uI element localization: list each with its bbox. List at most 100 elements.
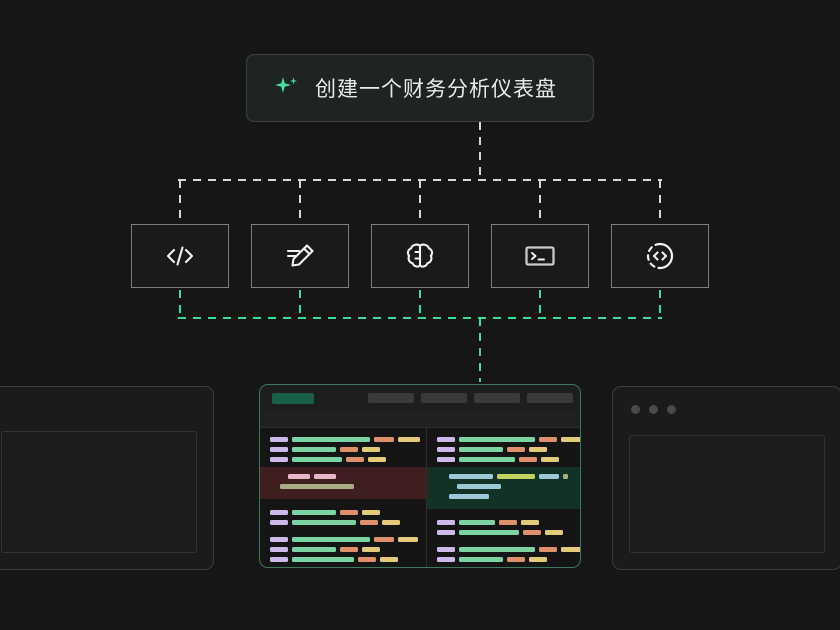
code-gap — [270, 529, 420, 536]
code-token — [459, 567, 517, 568]
code-token — [459, 557, 503, 563]
code-line — [270, 483, 416, 490]
code-line — [437, 546, 580, 553]
code-token — [561, 437, 580, 442]
code-line — [437, 446, 580, 453]
dashed-circle-code-icon — [646, 242, 674, 270]
tab-2[interactable] — [421, 393, 467, 403]
code-gap — [270, 502, 420, 509]
diff-pane-left[interactable] — [260, 428, 426, 567]
code-token — [340, 509, 358, 515]
code-token — [521, 567, 539, 568]
result-card-left-panel — [1, 431, 197, 553]
code-token — [561, 546, 580, 552]
preview-tab-strip[interactable] — [368, 393, 573, 403]
brand-logo-pill — [272, 392, 314, 404]
tab-4[interactable] — [527, 393, 573, 403]
result-card-left[interactable] — [0, 386, 214, 570]
code-token — [270, 536, 288, 542]
code-token — [437, 447, 455, 453]
code-line — [437, 519, 580, 526]
preview-card[interactable] — [259, 384, 581, 568]
tool-box-reasoning[interactable] — [371, 224, 469, 288]
code-token — [398, 536, 418, 542]
code-token — [529, 557, 547, 563]
code-token — [437, 519, 455, 525]
code-token — [497, 473, 535, 479]
code-token — [374, 437, 394, 442]
code-token — [288, 473, 310, 479]
code-token — [292, 457, 342, 463]
diff-removed-line — [260, 566, 426, 569]
brain-icon — [406, 243, 434, 268]
code-line — [270, 568, 416, 569]
diff-viewer — [260, 428, 580, 567]
code-token — [360, 519, 378, 525]
code-gap — [437, 512, 580, 519]
code-token — [459, 546, 535, 552]
code-token — [358, 557, 376, 563]
tool-box-code[interactable] — [131, 224, 229, 288]
code-token — [340, 447, 358, 453]
code-token — [368, 457, 386, 463]
traffic-light-dot — [649, 405, 658, 414]
code-brackets-icon — [166, 246, 194, 266]
traffic-light-dot — [631, 405, 640, 414]
code-line — [437, 556, 580, 563]
code-line — [437, 566, 580, 568]
code-line — [270, 456, 420, 463]
code-line — [437, 529, 580, 536]
prompt-card[interactable]: 创建一个财务分析仪表盘 — [246, 54, 594, 122]
code-token — [270, 547, 288, 553]
code-line — [437, 436, 580, 443]
code-token — [270, 437, 288, 442]
code-token — [270, 519, 288, 525]
code-token — [292, 509, 336, 515]
code-token — [374, 536, 394, 542]
tool-box-terminal[interactable] — [491, 224, 589, 288]
code-gap — [437, 539, 580, 546]
code-token — [449, 473, 493, 479]
code-token — [529, 447, 547, 453]
code-token — [539, 546, 557, 552]
code-token — [292, 536, 370, 542]
code-token — [437, 457, 455, 463]
code-token — [270, 457, 288, 463]
code-line — [270, 446, 420, 453]
tab-3[interactable] — [474, 393, 520, 403]
code-token — [292, 557, 354, 563]
code-token — [437, 546, 455, 552]
code-line — [270, 536, 420, 543]
code-token — [292, 519, 356, 525]
code-line — [270, 509, 420, 516]
code-token — [340, 547, 358, 553]
code-token — [459, 529, 519, 535]
code-line — [437, 483, 577, 490]
code-token — [521, 519, 539, 525]
diff-pane-right[interactable] — [426, 428, 580, 568]
diff-added-block — [427, 466, 580, 509]
code-token — [362, 447, 380, 453]
code-token — [541, 457, 559, 463]
code-line — [270, 436, 420, 443]
code-token — [382, 519, 400, 525]
code-token — [545, 529, 563, 535]
code-token — [459, 519, 495, 525]
traffic-light-dot — [667, 405, 676, 414]
code-token — [292, 447, 336, 453]
tab-1[interactable] — [368, 393, 414, 403]
prompt-text: 创建一个财务分析仪表盘 — [315, 77, 557, 101]
code-token — [380, 557, 398, 563]
code-token — [437, 529, 455, 535]
tool-box-agent[interactable] — [611, 224, 709, 288]
window-traffic-lights — [631, 405, 676, 414]
tool-box-edit[interactable] — [251, 224, 349, 288]
code-token — [292, 547, 336, 553]
preview-sub-toolbar — [260, 411, 580, 428]
code-line — [270, 519, 420, 526]
result-card-right[interactable] — [612, 386, 840, 570]
code-token — [280, 483, 354, 489]
lower-connectors — [178, 290, 662, 382]
code-line — [270, 546, 420, 553]
